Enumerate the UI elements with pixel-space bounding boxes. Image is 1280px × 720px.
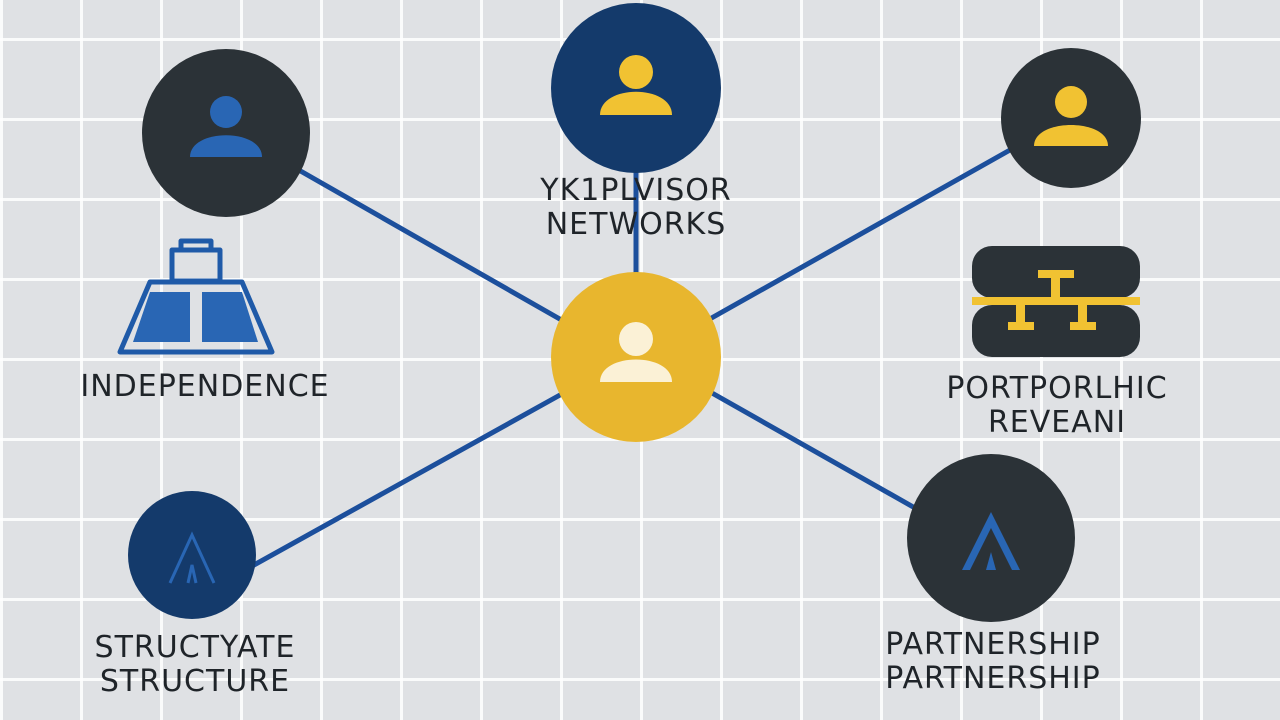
node-bottom-right-circle	[907, 454, 1075, 622]
open-book-icon	[117, 238, 275, 355]
label-right-middle: PORTPORLHIC REVEANI	[912, 372, 1202, 440]
node-top-left	[142, 49, 310, 217]
person-icon	[190, 96, 262, 157]
connector-hub-bottom-right	[709, 390, 918, 511]
label-top-center-line1: YK1PLVISOR	[540, 173, 732, 208]
node-hub-circle	[551, 272, 721, 442]
label-bottom-right: PARTNERSHIP PARTNERSHIP	[858, 628, 1128, 696]
label-bottom-right-line2: PARTNERSHIP	[885, 661, 1101, 696]
tent-icon	[168, 531, 216, 584]
label-bottom-left: STRUCTYATE STRUCTURE	[70, 631, 320, 699]
node-bottom-right	[907, 454, 1075, 622]
label-top-center-line2: NETWORKS	[545, 207, 727, 242]
node-hub	[551, 272, 721, 442]
label-left-middle-line1: INDEPENDENCE	[80, 369, 330, 404]
org-chart-icon	[972, 246, 1140, 357]
label-bottom-right-line1: PARTNERSHIP	[885, 627, 1101, 662]
node-top-left-circle	[142, 49, 310, 217]
connector-hub-bottom-left	[242, 392, 563, 573]
connectors	[242, 147, 1013, 573]
person-icon	[600, 322, 672, 382]
connector-hub-top-left	[287, 162, 568, 325]
person-icon	[1034, 86, 1108, 146]
node-bottom-left	[128, 491, 256, 619]
label-left-middle: INDEPENDENCE	[40, 370, 370, 404]
label-right-middle-line1: PORTPORLHIC	[946, 371, 1168, 406]
node-top-center	[551, 3, 721, 173]
person-icon	[600, 55, 672, 115]
label-top-center: YK1PLVISOR NETWORKS	[516, 174, 756, 242]
label-bottom-left-line1: STRUCTYATE	[94, 630, 296, 665]
tent-icon	[962, 512, 1020, 570]
node-bottom-left-circle	[128, 491, 256, 619]
label-bottom-left-line2: STRUCTURE	[99, 664, 291, 699]
connector-hub-top-right	[705, 147, 1013, 323]
node-top-right	[1001, 48, 1141, 188]
label-right-middle-line2: REVEANI	[987, 405, 1127, 440]
